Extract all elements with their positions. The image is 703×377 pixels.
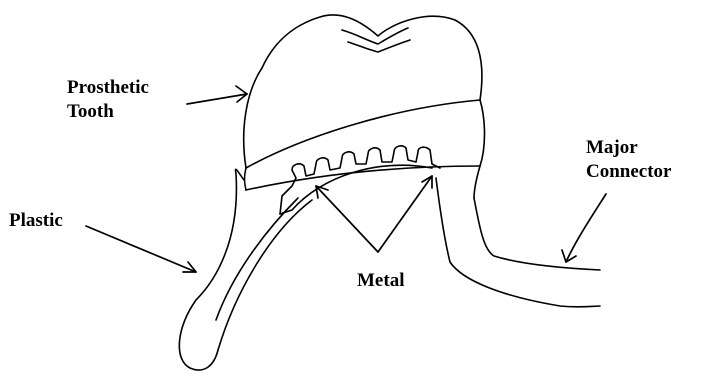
label-plastic: Plastic bbox=[9, 209, 63, 233]
prosthetic-tooth-outline bbox=[244, 15, 482, 168]
label-major-connector-line-1: Major bbox=[586, 136, 671, 160]
label-major-connector: Major Connector bbox=[586, 136, 671, 184]
label-major-connector-line-2: Connector bbox=[586, 160, 671, 184]
major-connector-outline bbox=[216, 178, 600, 320]
label-prosthetic-tooth: Prosthetic Tooth bbox=[67, 76, 149, 124]
arrow-major-connector bbox=[562, 194, 606, 262]
label-prosthetic-tooth-line-1: Prosthetic bbox=[67, 76, 149, 100]
label-metal: Metal bbox=[357, 269, 404, 293]
label-prosthetic-tooth-line-2: Tooth bbox=[67, 100, 149, 124]
arrow-metal-right bbox=[378, 176, 432, 252]
arrow-prosthetic-tooth bbox=[187, 86, 247, 104]
arrow-plastic bbox=[86, 226, 196, 272]
arrow-metal-left bbox=[316, 186, 378, 252]
plastic-base-outline bbox=[179, 100, 484, 370]
